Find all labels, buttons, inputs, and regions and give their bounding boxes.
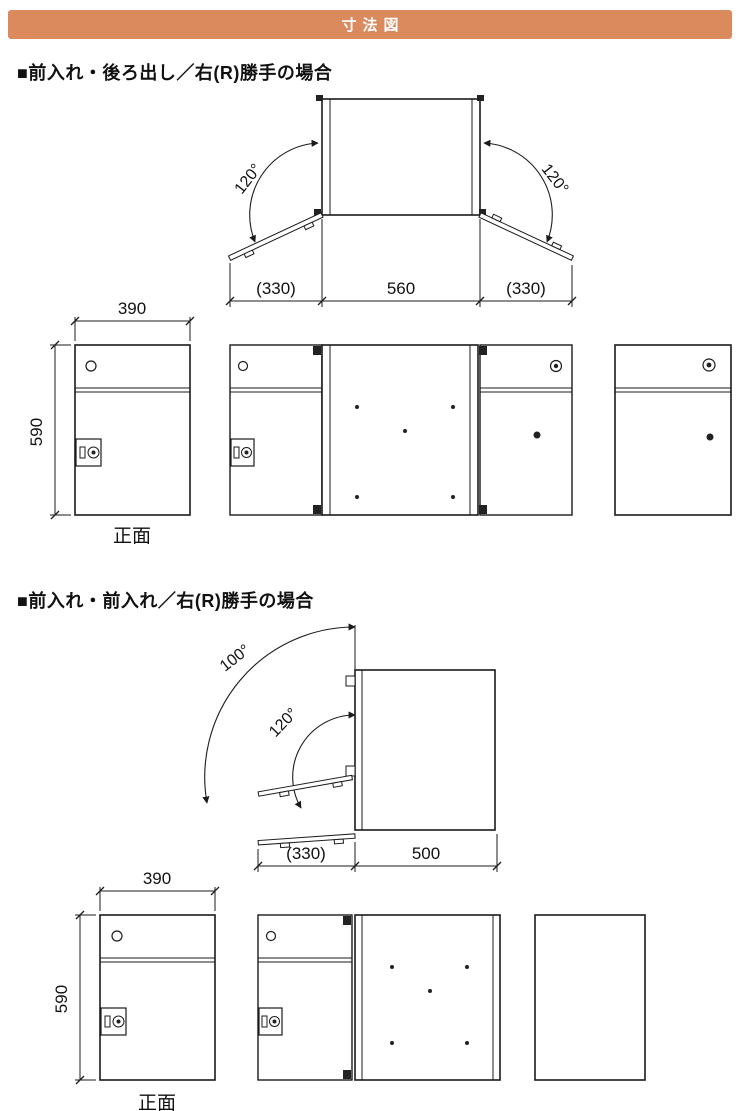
section2-drawing: 100° 120° (330) 500 正面 bbox=[52, 623, 646, 1111]
lock-icon bbox=[230, 438, 255, 467]
angle-label-inner: 120° bbox=[266, 705, 301, 741]
hinge-icon bbox=[278, 790, 290, 798]
lock-cylinder-icon bbox=[702, 358, 716, 372]
screw-hole-icon bbox=[451, 495, 455, 499]
hinge-icon bbox=[313, 346, 321, 355]
center-view bbox=[257, 914, 501, 1081]
plan-view: 100° 120° bbox=[202, 623, 496, 849]
hinge-icon bbox=[316, 95, 323, 101]
section2-title: ■前入れ・前入れ／右(R)勝手の場合 bbox=[17, 591, 314, 611]
section1-title: ■前入れ・後ろ出し／右(R)勝手の場合 bbox=[17, 63, 333, 83]
screw-hole-icon bbox=[465, 965, 469, 969]
plan-view: 120° 120° bbox=[227, 95, 575, 261]
open-door-upper bbox=[257, 774, 354, 798]
keyhole-icon bbox=[85, 360, 97, 372]
hinge-icon bbox=[333, 838, 345, 845]
screw-hole-icon bbox=[355, 495, 359, 499]
hinge-icon bbox=[343, 916, 351, 925]
plan-dimension-row: (330) 560 (330) bbox=[225, 219, 577, 307]
lock-icon bbox=[258, 1007, 283, 1036]
hinge-icon bbox=[279, 842, 291, 849]
keyhole-icon bbox=[111, 930, 123, 942]
dim-overhang-right: (330) bbox=[506, 279, 546, 298]
latch-dot-icon bbox=[706, 433, 714, 441]
hinge-icon bbox=[343, 1070, 351, 1079]
screw-hole-icon bbox=[465, 1041, 469, 1045]
plan-dimension-row: (330) 500 bbox=[253, 834, 502, 872]
dim-width: 390 bbox=[118, 299, 146, 318]
hinge-icon bbox=[479, 505, 487, 514]
dim-overhang-left: (330) bbox=[256, 279, 296, 298]
dim-overhang: (330) bbox=[286, 844, 326, 863]
angle-label-left: 120° bbox=[232, 161, 266, 198]
dim-body-depth: 500 bbox=[412, 844, 440, 863]
screw-hole-icon bbox=[390, 965, 394, 969]
hinge-icon bbox=[313, 505, 321, 514]
hinge-icon bbox=[551, 241, 563, 251]
swing-arc-inner bbox=[292, 711, 356, 809]
height-dimension: 590 bbox=[52, 910, 96, 1085]
width-dimension: 390 bbox=[70, 299, 195, 341]
lock-icon bbox=[100, 1007, 127, 1036]
dim-body-width: 560 bbox=[387, 279, 415, 298]
dim-width: 390 bbox=[143, 869, 171, 888]
lock-cylinder-icon bbox=[549, 359, 563, 373]
side-view bbox=[614, 344, 732, 516]
page-title: 寸法図 bbox=[341, 17, 405, 34]
dim-height: 590 bbox=[27, 418, 46, 446]
dim-height: 590 bbox=[52, 985, 71, 1013]
lock-icon bbox=[75, 438, 102, 467]
front-caption: 正面 bbox=[138, 1093, 176, 1111]
hinge-icon bbox=[345, 765, 356, 777]
screw-hole-icon bbox=[428, 989, 432, 993]
keyhole-icon bbox=[237, 360, 249, 372]
screw-hole-icon bbox=[403, 429, 407, 433]
open-door-right bbox=[478, 212, 575, 261]
keyhole-icon bbox=[265, 930, 277, 942]
hinge-icon bbox=[332, 781, 343, 788]
hinge-icon bbox=[243, 249, 255, 259]
open-door-left bbox=[227, 212, 324, 261]
side-view bbox=[534, 914, 646, 1081]
height-dimension: 590 bbox=[27, 340, 71, 520]
screw-hole-icon bbox=[355, 405, 359, 409]
front-view: 正面 bbox=[74, 344, 191, 547]
latch-dot-icon bbox=[533, 431, 541, 439]
width-dimension: 390 bbox=[95, 869, 220, 911]
hinge-icon bbox=[477, 95, 484, 101]
swing-arc-right bbox=[483, 139, 553, 243]
hinge-icon bbox=[345, 675, 356, 687]
open-door-lower bbox=[257, 833, 356, 849]
center-view bbox=[229, 344, 573, 516]
screw-hole-icon bbox=[390, 1041, 394, 1045]
swing-arc-outer bbox=[202, 623, 356, 804]
section1-drawing: 120° 120° (330) 560 (330) 正面 bbox=[27, 95, 732, 547]
hinge-icon bbox=[479, 346, 487, 355]
front-view: 正面 bbox=[99, 914, 216, 1111]
angle-label-outer: 100° bbox=[217, 642, 254, 676]
header-bar: 寸法図 bbox=[8, 10, 732, 39]
swing-arc-left bbox=[249, 139, 319, 243]
screw-hole-icon bbox=[451, 405, 455, 409]
front-caption: 正面 bbox=[113, 526, 151, 547]
